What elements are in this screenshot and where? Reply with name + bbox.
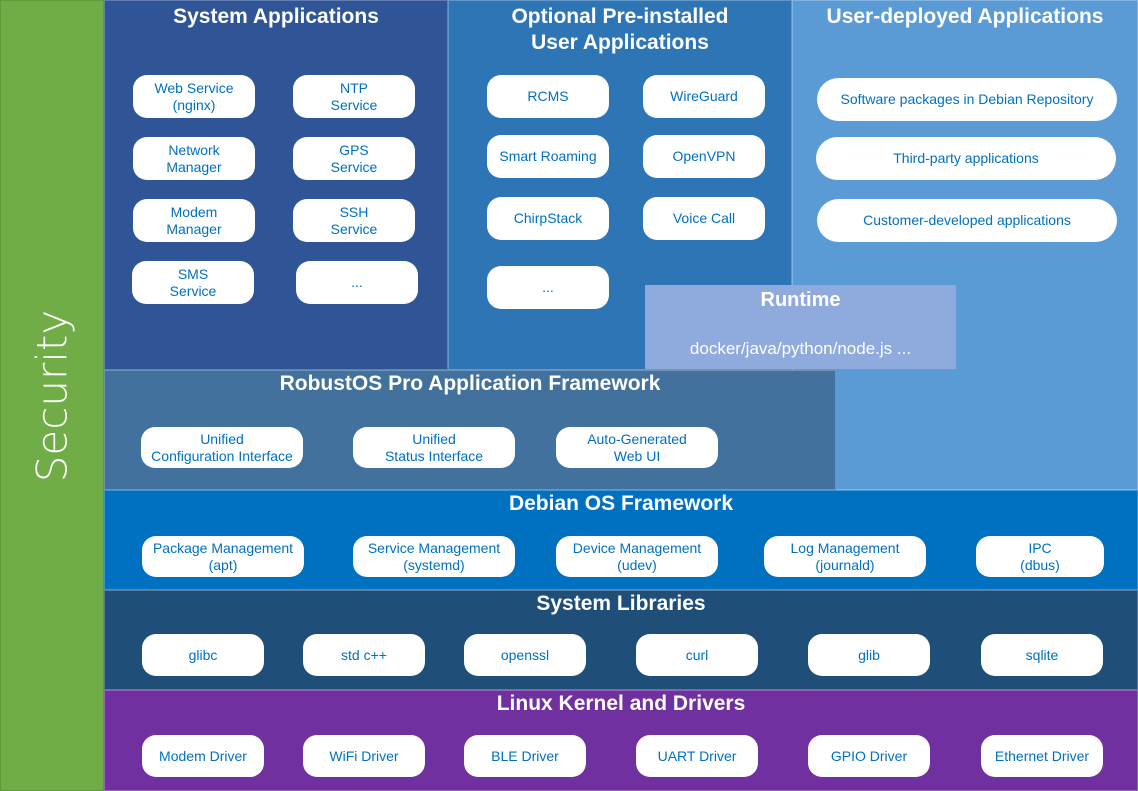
optional-app-voice-call: Voice Call (643, 197, 765, 240)
debian-package-management: Package Management (apt) (142, 536, 304, 577)
runtime-subtitle: docker/java/python/node.js ... (689, 339, 912, 358)
kernel-layer: Linux Kernel and Drivers Modem Driver Wi… (104, 690, 1138, 791)
system-app-sms-service: SMS Service (132, 261, 254, 304)
runtime-title: Runtime (760, 289, 841, 311)
driver-ethernet: Ethernet Driver (981, 735, 1103, 777)
debian-ipc: IPC (dbus) (976, 536, 1104, 577)
framework-auto-web-ui: Auto-Generated Web UI (556, 427, 718, 468)
user-deployed-applications-layer: User-deployed Applications Software pack… (792, 0, 1138, 490)
system-app-modem-manager: Modem Manager (133, 199, 255, 242)
framework-unified-config: Unified Configuration Interface (141, 427, 303, 468)
optional-app-openvpn: OpenVPN (643, 135, 765, 178)
library-curl: curl (636, 634, 758, 676)
library-sqlite: sqlite (981, 634, 1103, 676)
kernel-title: Linux Kernel and Drivers (496, 692, 746, 715)
system-app-ntp-service: NTP Service (293, 75, 415, 118)
system-app-web-service: Web Service (nginx) (133, 75, 255, 118)
security-label: Security (27, 309, 77, 483)
app-framework-layer: RobustOS Pro Application Framework Unifi… (104, 370, 836, 490)
system-applications-title: System Applications (173, 5, 379, 28)
optional-app-chirpstack: ChirpStack (487, 197, 609, 240)
framework-unified-status: Unified Status Interface (353, 427, 515, 468)
runtime-layer: Runtime docker/java/python/node.js ... (645, 285, 956, 369)
optional-app-rcms: RCMS (487, 75, 609, 118)
driver-modem: Modem Driver (142, 735, 264, 777)
library-glibc: glibc (142, 634, 264, 676)
debian-log-management: Log Management (journald) (764, 536, 926, 577)
system-libraries-layer: System Libraries glibc std c++ openssl c… (104, 590, 1138, 690)
system-app-gps-service: GPS Service (293, 137, 415, 180)
optional-app-wireguard: WireGuard (643, 75, 765, 118)
driver-ble: BLE Driver (464, 735, 586, 777)
library-glib: glib (808, 634, 930, 676)
user-app-debian-packages: Software packages in Debian Repository (817, 78, 1117, 121)
app-framework-title: RobustOS Pro Application Framework (279, 372, 661, 395)
debian-framework-title: Debian OS Framework (508, 492, 734, 515)
library-openssl: openssl (464, 634, 586, 676)
optional-app-smart-roaming: Smart Roaming (487, 135, 609, 178)
system-applications-layer: System Applications Web Service (nginx) … (104, 0, 448, 370)
system-app-more: ... (296, 261, 418, 304)
debian-framework-layer: Debian OS Framework Package Management (… (104, 490, 1138, 590)
security-layer: Security (0, 0, 104, 791)
driver-gpio: GPIO Driver (808, 735, 930, 777)
optional-applications-title: Optional Pre-installed User Applications (511, 5, 729, 54)
system-app-network-manager: Network Manager (133, 137, 255, 180)
optional-app-more: ... (487, 266, 609, 309)
debian-device-management: Device Management (udev) (556, 536, 718, 577)
user-app-customer-developed: Customer-developed applications (817, 199, 1117, 242)
user-deployed-title: User-deployed Applications (826, 5, 1104, 28)
system-app-ssh-service: SSH Service (293, 199, 415, 242)
user-app-third-party: Third-party applications (816, 137, 1116, 180)
driver-uart: UART Driver (636, 735, 758, 777)
driver-wifi: WiFi Driver (303, 735, 425, 777)
system-libraries-title: System Libraries (536, 592, 706, 615)
optional-applications-layer: Optional Pre-installed User Applications… (448, 0, 792, 370)
debian-service-management: Service Management (systemd) (353, 536, 515, 577)
library-std-cpp: std c++ (303, 634, 425, 676)
